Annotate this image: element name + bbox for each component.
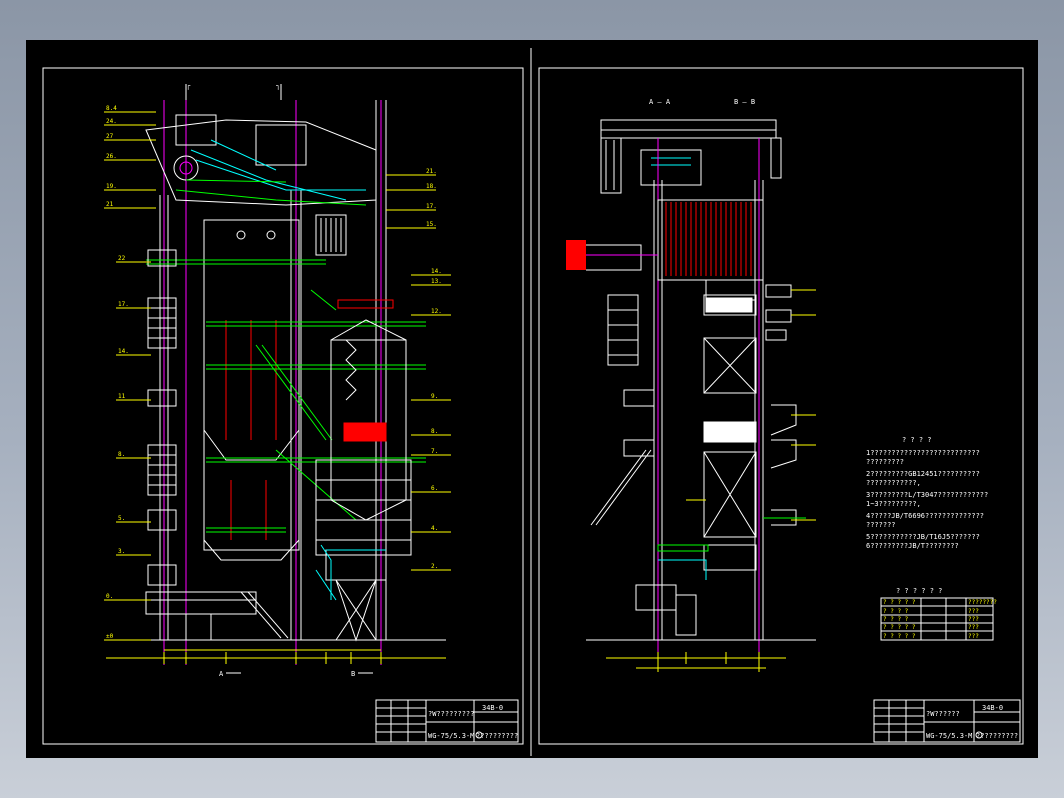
svg-text:21.: 21. (426, 168, 437, 175)
note-line: 1?????????????????????????? (866, 449, 980, 457)
table-value: ??? (968, 616, 979, 623)
table-value: ??? (968, 633, 979, 640)
svg-text:7.: 7. (431, 448, 438, 455)
section-label-right: B — B (734, 98, 755, 106)
svg-text:2.: 2. (431, 563, 438, 570)
left-drawing-name: ?W????????? (428, 710, 474, 718)
table-value: ??? (968, 624, 979, 631)
right-drawing-company: ?????????? (976, 732, 1018, 740)
svg-text:14.: 14. (118, 348, 129, 355)
note-line: 4?????JB/T6696?????????????? (866, 512, 984, 520)
svg-text:24.: 24. (106, 118, 117, 125)
left-title-block: 34B-0 ?W????????? WG-75/5.3-M ?????????? (375, 699, 519, 743)
table-row: ? ? ? ? (883, 616, 909, 623)
section-mark-a: A (219, 670, 224, 678)
right-drawing-name: ?W?????? (926, 710, 960, 718)
note-line: 6?????????JB/T???????? (866, 542, 959, 550)
svg-text:11: 11 (118, 393, 126, 400)
svg-text:8.: 8. (431, 428, 438, 435)
table-title: ? ? ? ? ? ? (896, 587, 942, 595)
svg-text:19.: 19. (106, 183, 117, 190)
svg-text:8.: 8. (118, 451, 125, 458)
svg-text:6.: 6. (431, 485, 438, 492)
note-line: ????????????, (866, 479, 921, 487)
table-row: ? ? ? ? ? (883, 633, 916, 640)
note-line: 3?????????L/T3047???????????? (866, 491, 988, 499)
right-drawing-code: 34B-0 (982, 704, 1003, 712)
note-line: 2?????????GB12451?????????? (866, 470, 980, 478)
svg-text:15.: 15. (426, 221, 437, 228)
svg-text:14.: 14. (431, 268, 442, 275)
note-line: ??????? (866, 521, 896, 529)
cad-drawing: ┌┐ (42, 48, 1024, 756)
svg-text:26.: 26. (106, 153, 117, 160)
svg-text:17.: 17. (118, 301, 129, 308)
left-elevation: ┌┐ (104, 82, 451, 678)
technical-notes: ? ? ? ? 1?????????????????????????? ????… (866, 436, 988, 550)
table-row: ? ? ? ? ? (883, 599, 916, 606)
table-row: ? ? ? ? ? (883, 624, 916, 631)
left-drawing-code: 34B-0 (482, 704, 503, 712)
table-row: ? ? ? ? (883, 608, 909, 615)
left-frame (42, 67, 524, 745)
right-elevation: A — A B — B (566, 98, 816, 672)
left-drawing-model: WG-75/5.3-M (428, 732, 474, 740)
left-drawing-company: ?????????? (476, 732, 518, 740)
svg-text:12.: 12. (431, 308, 442, 315)
right-title-block: 34B-0 ?W?????? WG-75/5.3-M ?????????? (873, 699, 1021, 743)
svg-text:27: 27 (106, 133, 114, 140)
note-line: ????????? (866, 458, 904, 466)
section-label-left: A — A (649, 98, 671, 106)
svg-text:8.4: 8.4 (106, 105, 117, 112)
svg-text:22: 22 (118, 255, 126, 262)
svg-text:9.: 9. (431, 393, 438, 400)
table-value: ???????? (968, 599, 997, 606)
svg-text:17.: 17. (426, 203, 437, 210)
svg-text:0.: 0. (106, 593, 113, 600)
table-value: ??? (968, 608, 979, 615)
parameter-table: ? ? ? ? ? ? ? ? ? ? ? ? ? ? ? ? ? ? ? ? … (880, 587, 997, 641)
svg-text:4.: 4. (431, 525, 438, 532)
svg-text:18.: 18. (426, 183, 437, 190)
svg-text:21: 21 (106, 201, 114, 208)
right-frame (538, 67, 1024, 745)
svg-text:┐: ┐ (276, 82, 280, 90)
svg-text:┌: ┌ (186, 82, 191, 90)
note-line: 5???????????JB/T16J5??????? (866, 533, 980, 541)
svg-text:3.: 3. (118, 548, 125, 555)
svg-text:13.: 13. (431, 278, 442, 285)
section-mark-b: B (351, 670, 355, 678)
svg-text:5.: 5. (118, 515, 125, 522)
note-line: 1~3?????????, (866, 500, 921, 508)
drawing-sheet: ┌┐ (26, 40, 1038, 758)
svg-text:±0: ±0 (106, 633, 114, 640)
right-drawing-model: WG-75/5.3-M (926, 732, 972, 740)
notes-title: ? ? ? ? (902, 436, 932, 444)
